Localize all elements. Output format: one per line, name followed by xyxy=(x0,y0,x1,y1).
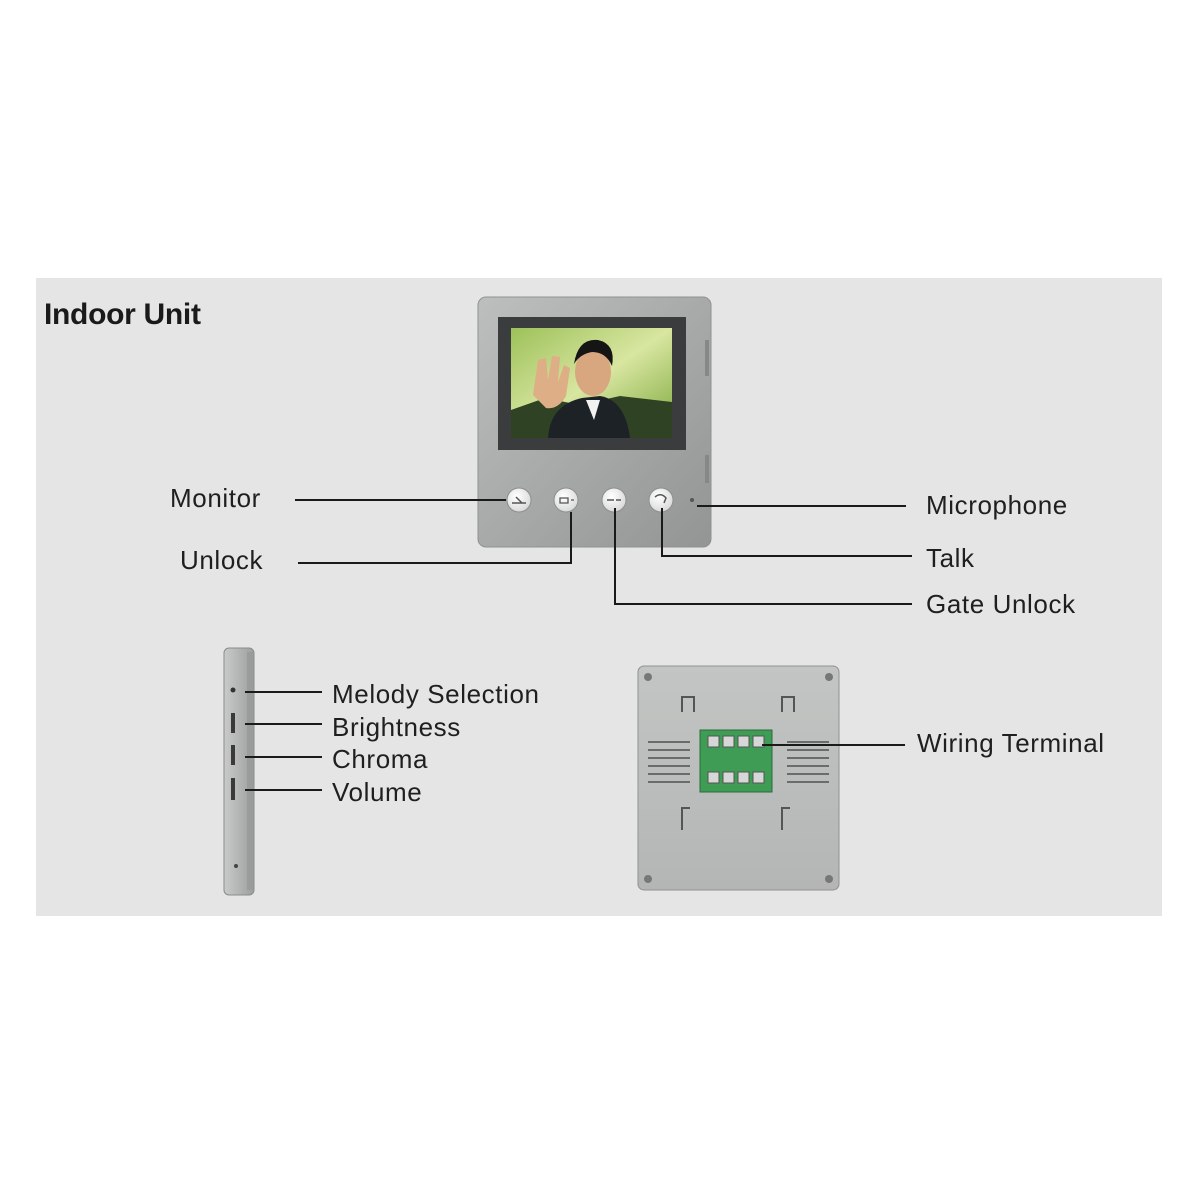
chroma-knob-icon xyxy=(231,745,235,765)
volume-label: Volume xyxy=(332,777,423,807)
monitor-label: Monitor xyxy=(170,483,261,513)
chroma-label: Chroma xyxy=(332,744,429,774)
volume-knob-icon xyxy=(231,778,235,800)
melody-switch-icon xyxy=(230,687,236,693)
microphone-label: Microphone xyxy=(926,490,1068,520)
front-unit xyxy=(477,296,712,548)
gate-unlock-label: Gate Unlock xyxy=(926,589,1076,619)
talk-label: Talk xyxy=(926,543,975,573)
side-callout-lines xyxy=(245,691,322,791)
mount-hook-icon xyxy=(681,696,695,712)
screen-image xyxy=(511,328,672,438)
wiring-terminal-label: Wiring Terminal xyxy=(917,728,1105,758)
melody-selection-label: Melody Selection xyxy=(332,679,540,709)
vent-right-icon xyxy=(787,741,829,783)
microphone-hole-icon xyxy=(690,498,694,502)
front-callout-lines xyxy=(295,499,912,605)
unlock-button-icon xyxy=(553,487,579,513)
diagram-title: Indoor Unit xyxy=(44,298,201,331)
side-unit xyxy=(223,647,255,896)
brightness-label: Brightness xyxy=(332,712,461,742)
brightness-knob-icon xyxy=(231,713,235,733)
vent-left-icon xyxy=(648,741,690,783)
mount-hook-icon xyxy=(781,696,795,712)
back-unit xyxy=(637,665,840,891)
unlock-label: Unlock xyxy=(180,545,264,575)
